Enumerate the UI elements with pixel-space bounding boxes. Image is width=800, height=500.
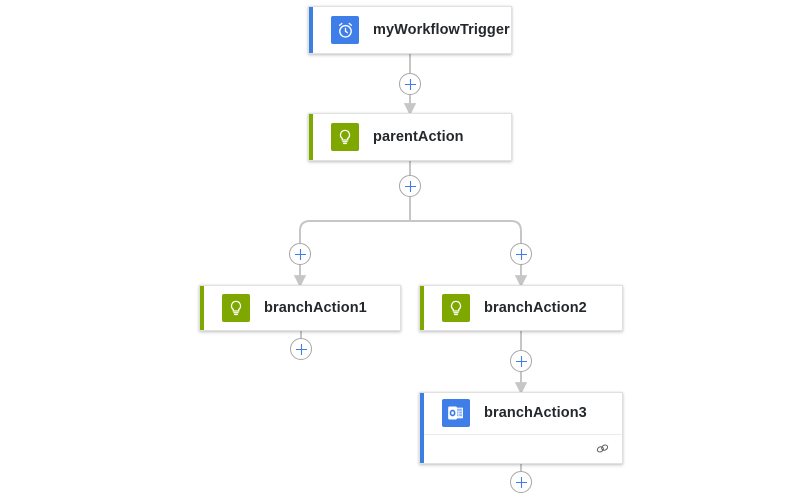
workflow-node-parentaction[interactable]: parentAction <box>308 113 512 161</box>
add-step-button-after-parentaction[interactable] <box>399 175 421 197</box>
add-step-button-after-trigger[interactable] <box>399 73 421 95</box>
node-header: branchAction1 <box>200 286 400 330</box>
node-header: branchAction3 <box>420 393 622 434</box>
node-title: branchAction2 <box>484 300 587 316</box>
node-title: branchAction3 <box>484 405 587 422</box>
workflow-node-myworkflowtrigger[interactable]: myWorkflowTrigger <box>308 6 512 54</box>
lightbulb-icon <box>331 123 359 151</box>
workflow-node-branchaction2[interactable]: branchAction2 <box>419 285 623 331</box>
chain-link-icon[interactable] <box>594 441 610 457</box>
node-title: branchAction1 <box>264 300 367 316</box>
plus-icon <box>404 78 416 90</box>
edge-split-right <box>410 220 522 243</box>
lightbulb-icon <box>442 294 470 322</box>
node-header: branchAction2 <box>420 286 622 330</box>
node-header: myWorkflowTrigger <box>309 7 511 53</box>
plus-icon <box>294 248 306 260</box>
node-header: parentAction <box>309 114 511 160</box>
plus-icon <box>515 476 527 488</box>
workflow-node-branchaction1[interactable]: branchAction1 <box>199 285 401 331</box>
add-step-button-after-branchaction1[interactable] <box>290 338 312 360</box>
node-title: parentAction <box>373 129 464 145</box>
plus-icon <box>515 355 527 367</box>
node-accent-bar <box>200 286 204 330</box>
add-step-button-after-branchaction3[interactable] <box>510 471 532 493</box>
node-accent-bar <box>309 7 313 53</box>
lightbulb-icon <box>222 294 250 322</box>
plus-icon <box>404 180 416 192</box>
node-footer <box>424 433 622 463</box>
plus-icon <box>295 343 307 355</box>
plus-icon <box>515 248 527 260</box>
add-step-button-branch-left[interactable] <box>289 243 311 265</box>
node-accent-bar <box>420 286 424 330</box>
outlook-icon <box>442 399 470 428</box>
node-accent-bar <box>420 393 424 463</box>
alarm-clock-icon <box>331 16 359 44</box>
edge-split-left <box>299 220 410 243</box>
node-accent-bar <box>309 114 313 160</box>
add-step-button-after-branchaction2[interactable] <box>510 350 532 372</box>
workflow-node-branchaction3[interactable]: branchAction3 <box>419 392 623 464</box>
add-step-button-branch-right[interactable] <box>510 243 532 265</box>
node-title: myWorkflowTrigger <box>373 22 510 38</box>
